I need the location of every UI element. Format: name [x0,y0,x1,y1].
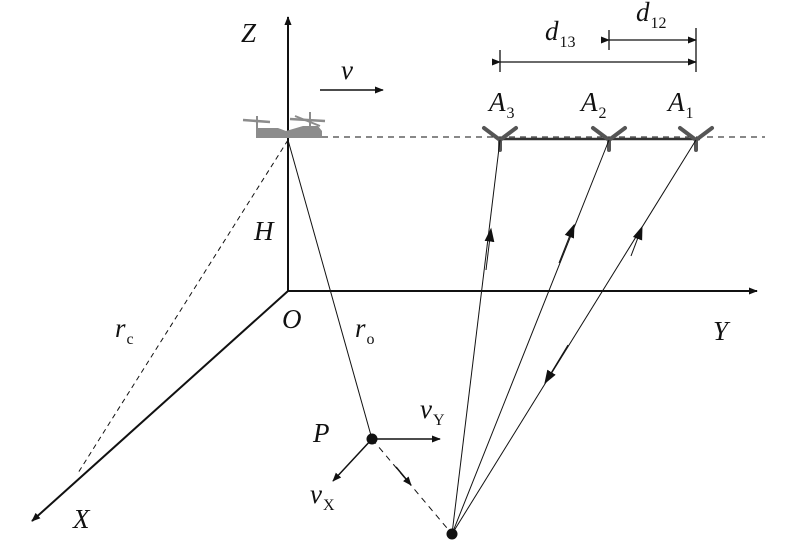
r-o-line [287,139,373,440]
v-x-arrow [332,438,373,482]
ray-a1-return-arrow [544,344,569,385]
ray-a1-arrow [630,225,643,257]
origin-label: O [282,304,302,334]
helicopter-icon [242,112,326,138]
velocity-label: v [341,55,353,85]
p-motion-arrow [395,466,412,486]
x-axis [31,290,289,522]
r-c-line [77,139,289,474]
p-motion-dashed [371,438,453,535]
ray-a3-arrow [484,227,495,271]
v-x-label: vX [310,479,335,514]
a1-label: A1 [666,87,694,122]
point-p [366,433,378,445]
height-label: H [253,216,275,246]
v-y-label: vY [420,394,445,429]
d13-label: d13 [545,16,576,51]
ray-a2 [451,139,610,535]
ray-a3 [451,139,501,535]
point-p-label: P [312,418,330,448]
d12-label: d12 [636,0,667,32]
r-o-label: ro [355,313,375,348]
ray-a2-arrow [558,223,575,264]
a3-label: A3 [487,87,515,122]
x-axis-label: X [72,504,91,534]
r-c-label: rc [115,313,134,348]
ray-a1 [451,139,697,535]
y-axis-label: Y [713,316,731,346]
a2-label: A2 [579,87,607,122]
ground-point [446,528,458,540]
z-axis-label: Z [241,18,257,48]
